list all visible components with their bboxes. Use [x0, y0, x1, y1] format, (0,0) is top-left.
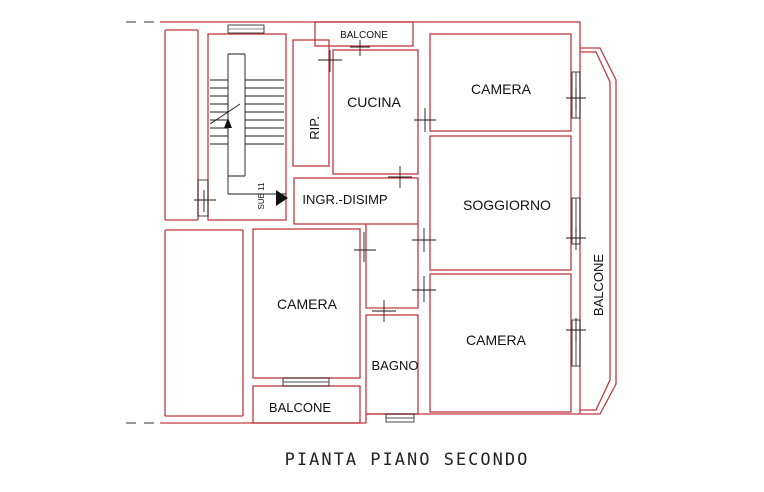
label-bagno: BAGNO [372, 358, 419, 373]
plan-title: PIANTA PIANO SECONDO [285, 450, 530, 470]
label-soggiorno: SOGGIORNO [463, 197, 551, 213]
label-camera-left: CAMERA [277, 296, 338, 312]
label-sub: SUB 11 [257, 182, 266, 210]
label-balcone-right: BALCONE [591, 254, 606, 316]
label-ripostiglio: RIP. [307, 116, 322, 140]
stairwell [207, 24, 287, 221]
entrance-arrow [276, 190, 288, 206]
property-boundary-lines [126, 21, 160, 424]
door-marks [194, 40, 586, 342]
label-ingresso: INGR.-DISIMP [302, 192, 387, 207]
label-balcone-top: BALCONE [340, 30, 388, 41]
label-balcone-bottom: BALCONE [269, 400, 331, 415]
label-cucina: CUCINA [347, 94, 401, 110]
label-camera-bottom-right: CAMERA [466, 332, 527, 348]
right-balcony [580, 47, 617, 415]
label-camera-top-right: CAMERA [471, 81, 532, 97]
stair-direction-arrow [224, 118, 232, 128]
